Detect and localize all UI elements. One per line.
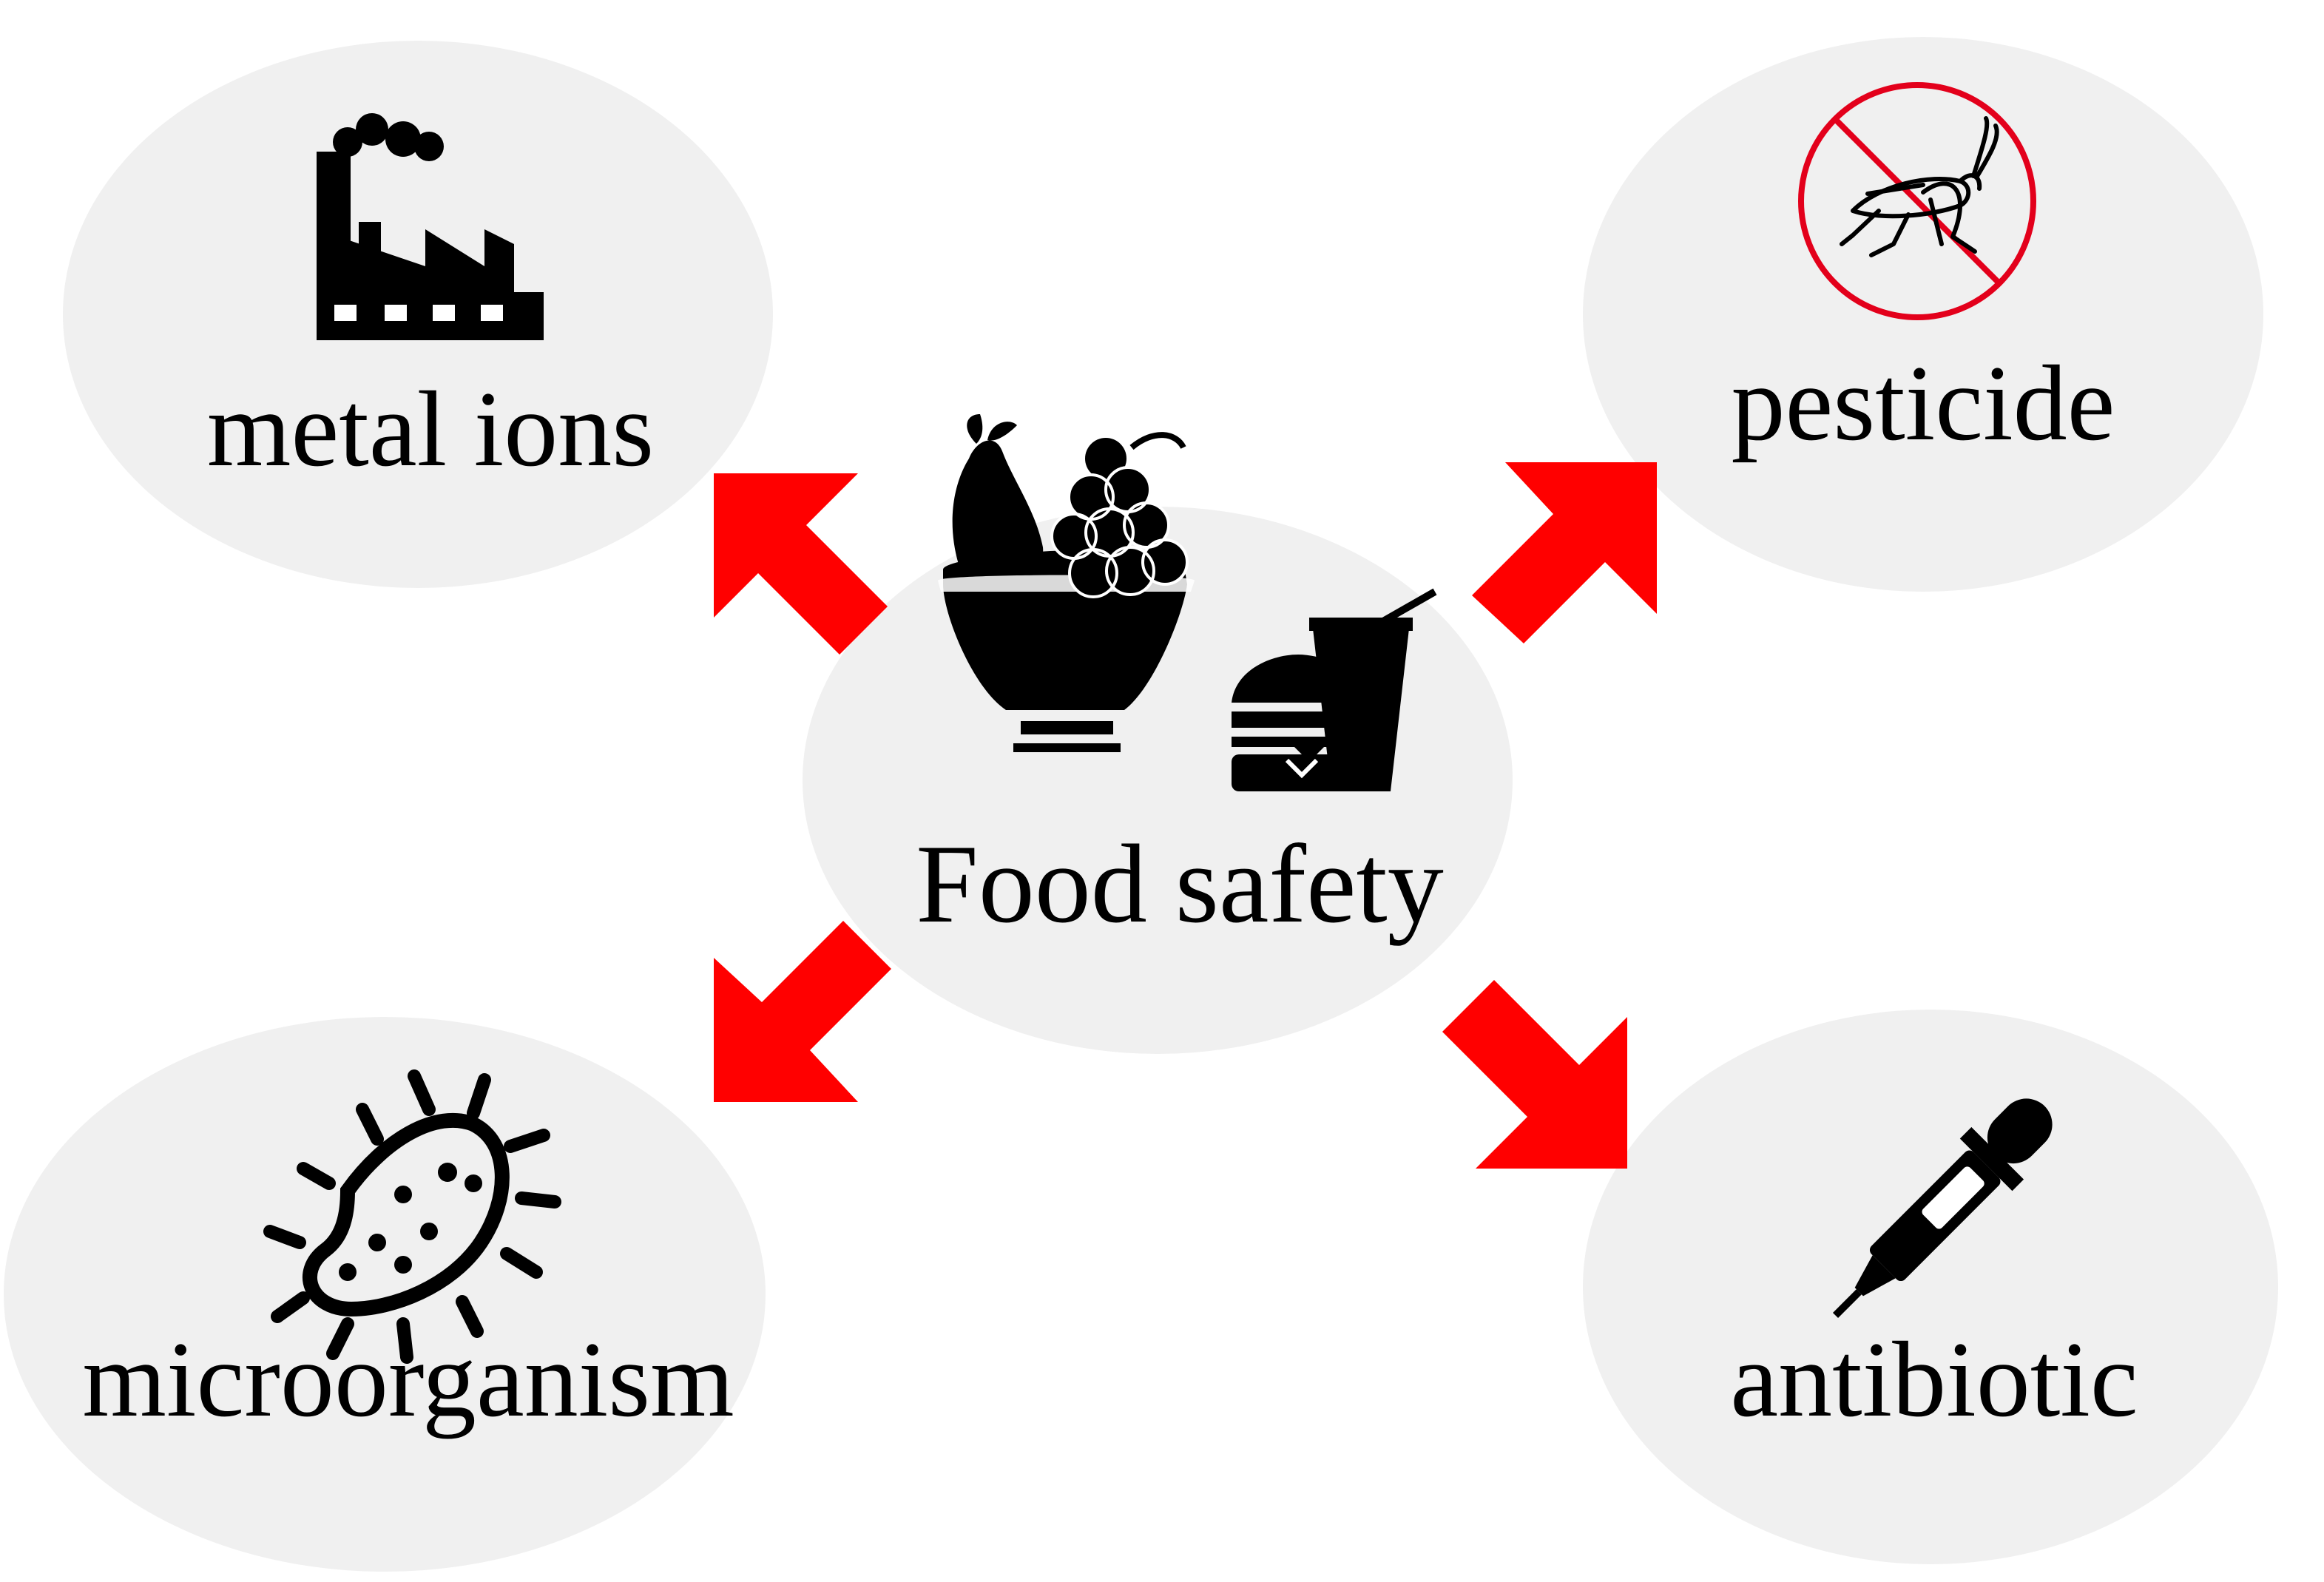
antibiotic-node [1583,1010,2278,1564]
food-safety-label: Food safety [916,822,1444,946]
arrow-to-microorganism [714,921,891,1102]
dropper-icon [1832,1098,2053,1319]
microorganism-node [4,1017,766,1572]
no-insect-icon [1798,82,2036,320]
metal-ions-label: metal ions [206,369,655,489]
antibiotic-label: antibiotic [1730,1319,2138,1439]
factory-icon [317,113,544,340]
arrow-to-metal-ions [714,473,888,655]
arrow-to-pesticide [1472,462,1657,643]
fruit-bowl-icon [938,414,1195,752]
bacteria-icon [263,1069,561,1364]
fast-food-icon [1232,588,1437,791]
pesticide-label: pesticide [1731,343,2115,463]
microorganism-label: microorganism [82,1319,734,1439]
arrow-to-antibiotic [1442,980,1627,1169]
